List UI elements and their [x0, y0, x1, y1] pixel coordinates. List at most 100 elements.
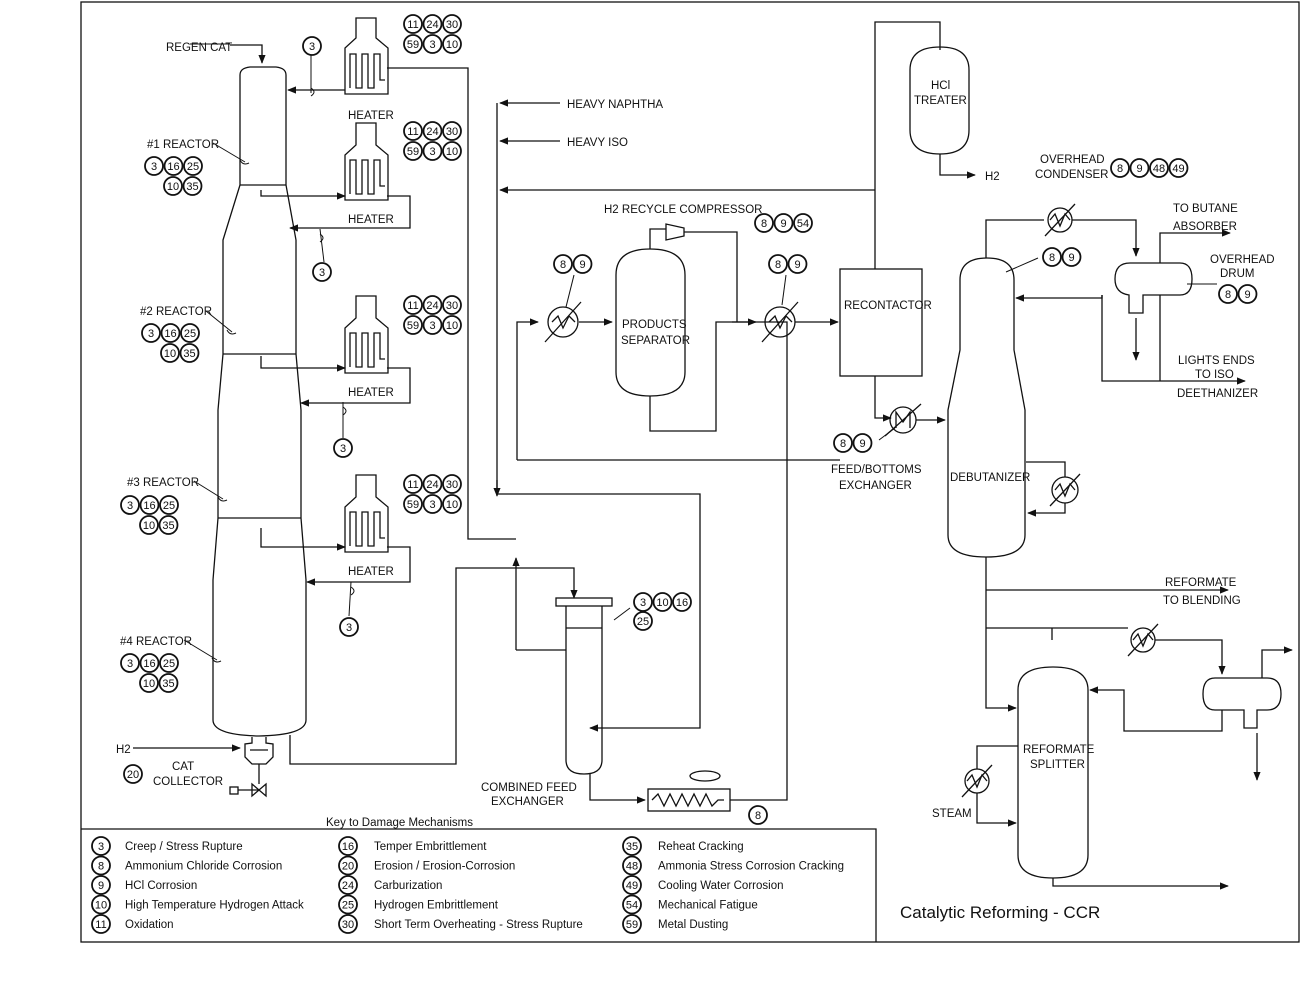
heater-4-badge-24: 24	[422, 474, 443, 494]
regen-line-badge-3: 3	[302, 36, 322, 56]
svg-text:11: 11	[407, 300, 418, 312]
products-label: PRODUCTS	[622, 319, 687, 331]
reformate-splitter-label-2: SPLITTER	[1030, 759, 1085, 771]
legend-text-24: Carburization	[374, 880, 442, 892]
svg-text:9: 9	[794, 259, 800, 271]
svg-text:59: 59	[407, 320, 419, 332]
svg-text:16: 16	[164, 328, 176, 340]
reactor-3-badge-3: 3	[120, 495, 140, 515]
reactor-4-label: #4 REACTOR	[120, 636, 192, 648]
svg-text:3: 3	[429, 320, 435, 332]
heater-1-badge-24: 24	[422, 14, 443, 34]
hcl-treater	[909, 46, 970, 155]
svg-text:10: 10	[446, 146, 458, 158]
heater-3-badge-30: 30	[442, 295, 462, 315]
svg-text:35: 35	[626, 841, 638, 853]
svg-text:48: 48	[626, 861, 638, 873]
svg-text:25: 25	[637, 616, 649, 628]
heater-2	[344, 122, 389, 201]
legend-text-49: Cooling Water Corrosion	[658, 880, 783, 892]
overhead-condenser-badge-49: 49	[1168, 158, 1189, 178]
legend-text-54: Mechanical Fatigue	[658, 900, 758, 912]
legend-code-59: 59	[622, 914, 642, 934]
svg-text:8: 8	[1049, 252, 1055, 264]
legend-code-30: 30	[338, 914, 358, 934]
overhead-drum	[1114, 262, 1193, 314]
svg-text:48: 48	[1153, 163, 1165, 175]
legend-code-49: 49	[622, 875, 642, 895]
combined-feed-exchanger-badge-10: 10	[652, 592, 673, 612]
heavy-naphtha-label: HEAVY NAPHTHA	[567, 99, 663, 111]
svg-text:3: 3	[319, 267, 325, 279]
heater-1-label: HEATER	[348, 110, 394, 122]
svg-text:3: 3	[98, 841, 104, 853]
svg-text:3: 3	[127, 658, 133, 670]
svg-text:59: 59	[626, 919, 638, 931]
air-cooler-badge-8: 8	[748, 805, 768, 825]
svg-text:10: 10	[446, 499, 458, 511]
svg-text:9: 9	[1068, 252, 1074, 264]
svg-text:10: 10	[164, 348, 176, 360]
reactor-2-badge-25: 25	[180, 323, 200, 343]
combined-feed-exchanger-badge-16: 16	[672, 592, 692, 612]
heater-1	[344, 17, 389, 95]
overhead-condenser-badge-48: 48	[1149, 158, 1169, 178]
svg-text:24: 24	[342, 880, 354, 892]
svg-text:59: 59	[407, 39, 419, 51]
reactor-1-badge-3: 3	[144, 156, 164, 176]
svg-text:54: 54	[626, 900, 638, 912]
regen-cat-label: REGEN CAT	[166, 42, 232, 54]
recontactor-label: RECONTACTOR	[844, 300, 932, 312]
compressor-discharge-badge-9: 9	[773, 213, 794, 233]
svg-text:24: 24	[426, 19, 438, 31]
reformate-label: REFORMATE	[1165, 577, 1237, 589]
svg-text:11: 11	[407, 479, 418, 491]
legend-code-48: 48	[622, 855, 642, 876]
key-heading: Key to Damage Mechanisms	[326, 817, 473, 829]
legend-text-10: High Temperature Hydrogen Attack	[125, 900, 304, 912]
heater-4-badge-11: 11	[403, 474, 423, 494]
svg-text:49: 49	[626, 880, 638, 892]
svg-text:3: 3	[309, 41, 315, 53]
legend-code-3: 3	[91, 836, 111, 856]
svg-text:24: 24	[426, 126, 438, 138]
heater-4-label: HEATER	[348, 566, 394, 578]
treater-label: TREATER	[914, 95, 967, 107]
heavy-iso-label: HEAVY ISO	[567, 137, 628, 149]
products-separator	[615, 248, 686, 397]
h2-outlet-label: H2	[985, 171, 1000, 183]
heater-2-badge-59: 59	[403, 141, 423, 161]
overhead-condenser-badge-9: 9	[1129, 158, 1150, 178]
reactor-2-label: #2 REACTOR	[140, 306, 212, 318]
combined-feed-label: COMBINED FEED	[481, 782, 577, 794]
reactor-3-badge-16: 16	[139, 495, 160, 515]
svg-text:3: 3	[640, 597, 646, 609]
svg-text:59: 59	[407, 146, 419, 158]
reactor-1-badge-35: 35	[182, 176, 203, 196]
overhead-drum-label-2: DRUM	[1220, 268, 1255, 280]
heater-4-badge-10: 10	[442, 494, 462, 514]
heater-2-badge-11: 11	[403, 121, 423, 141]
heater-3-badge-10: 10	[442, 315, 462, 335]
heater-1-badge-59: 59	[403, 34, 423, 54]
svg-text:20: 20	[342, 861, 354, 873]
svg-text:24: 24	[426, 479, 438, 491]
heater-3-return-badge-3: 3	[333, 438, 353, 458]
cat-collector-badge-20: 20	[123, 764, 143, 784]
to-blending-label: TO BLENDING	[1163, 595, 1241, 607]
debutanizer-top-badge-8: 8	[1042, 247, 1062, 267]
reactor-1-badge-16: 16	[163, 156, 184, 176]
debutanizer	[947, 257, 1026, 558]
reactor-1-badge-25: 25	[183, 156, 203, 176]
h2-inlet-label: H2	[116, 744, 131, 756]
svg-text:3: 3	[429, 499, 435, 511]
absorber-label: ABSORBER	[1173, 221, 1237, 233]
svg-text:10: 10	[656, 597, 668, 609]
svg-text:25: 25	[187, 161, 199, 173]
svg-text:8: 8	[98, 861, 104, 873]
legend-text-16: Temper Embrittlement	[374, 841, 487, 853]
svg-text:30: 30	[342, 919, 354, 931]
heater-1-badge-11: 11	[403, 14, 423, 34]
svg-text:11: 11	[407, 19, 418, 31]
